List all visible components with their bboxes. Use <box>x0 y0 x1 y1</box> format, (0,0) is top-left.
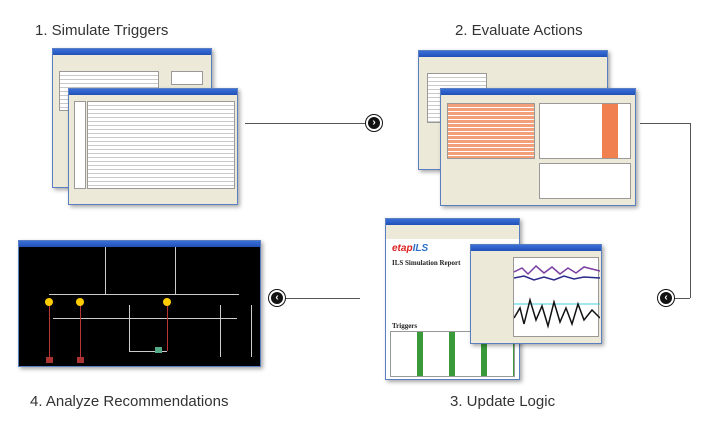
series-blue <box>513 275 601 281</box>
connector-2-3-bottom <box>672 298 690 299</box>
action-window-front <box>440 88 636 206</box>
step-4-label: 4. Analyze Recommendations <box>30 393 229 410</box>
logo-text: etap <box>392 243 413 254</box>
series-purple <box>513 264 601 276</box>
chevron-left-circle-icon: ‹ <box>269 290 285 306</box>
series-black <box>513 297 601 329</box>
logo-accent: ILS <box>412 243 429 254</box>
plot-area <box>513 257 601 337</box>
step-3-label: 3. Update Logic <box>450 393 556 410</box>
step-1-label: 1. Simulate Triggers <box>35 22 169 39</box>
plot-window <box>470 244 602 344</box>
analyze-recommendations-screenshot <box>18 240 261 367</box>
connector-2-3-vertical <box>690 123 691 298</box>
report-section-triggers: Triggers <box>392 322 418 330</box>
chevron-left-circle-icon: ‹ <box>658 290 674 306</box>
report-title: ILS Simulation Report <box>392 259 461 267</box>
connector-2-3-top <box>640 123 690 124</box>
connector-3-4 <box>285 298 360 299</box>
etap-ils-logo: etapILS <box>392 243 428 254</box>
chevron-right-circle-icon: › <box>366 115 382 131</box>
step-2-label: 2. Evaluate Actions <box>455 22 583 39</box>
connector-1-2 <box>245 123 365 124</box>
trend-plot <box>513 264 601 329</box>
trigger-window-front <box>68 88 238 205</box>
